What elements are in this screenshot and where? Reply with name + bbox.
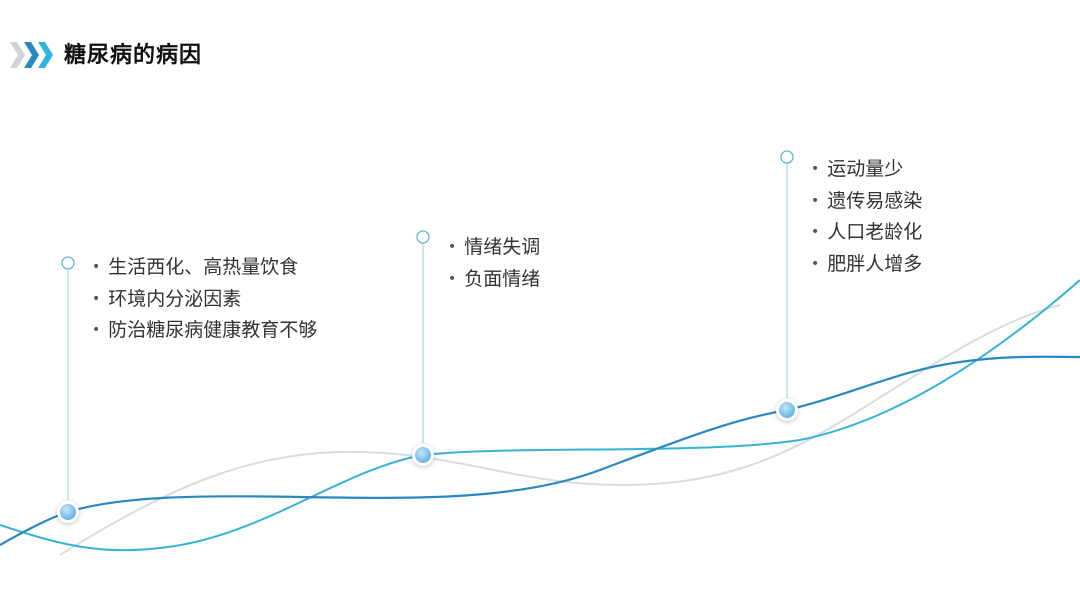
list-item: 人口老龄化 bbox=[811, 217, 922, 249]
list-item: 遗传易感染 bbox=[811, 186, 922, 218]
list-item: 环境内分泌因素 bbox=[92, 284, 317, 316]
list-item: 运动量少 bbox=[811, 154, 922, 186]
blue-curve bbox=[0, 355, 1080, 546]
cause-list-3: 运动量少 遗传易感染 人口老龄化 肥胖人增多 bbox=[811, 154, 922, 280]
chevrons-icon bbox=[10, 42, 53, 68]
page-title: 糖尿病的病因 bbox=[64, 43, 203, 68]
cause-list-1: 生活西化、高热量饮食 环境内分泌因素 防治糖尿病健康教育不够 bbox=[92, 252, 317, 347]
list-item: 情绪失调 bbox=[448, 232, 540, 264]
gray-curve bbox=[59, 304, 1061, 556]
connector-cap-1 bbox=[61, 256, 75, 270]
list-item: 生活西化、高热量饮食 bbox=[92, 252, 317, 284]
list-item: 负面情绪 bbox=[448, 264, 540, 296]
connector-cap-3 bbox=[780, 150, 794, 164]
list-item: 防治糖尿病健康教育不够 bbox=[92, 315, 317, 347]
list-item: 肥胖人增多 bbox=[811, 249, 922, 281]
cyan-curve bbox=[0, 279, 1080, 552]
connector-cap-2 bbox=[416, 230, 430, 244]
cause-list-2: 情绪失调 负面情绪 bbox=[448, 232, 540, 295]
